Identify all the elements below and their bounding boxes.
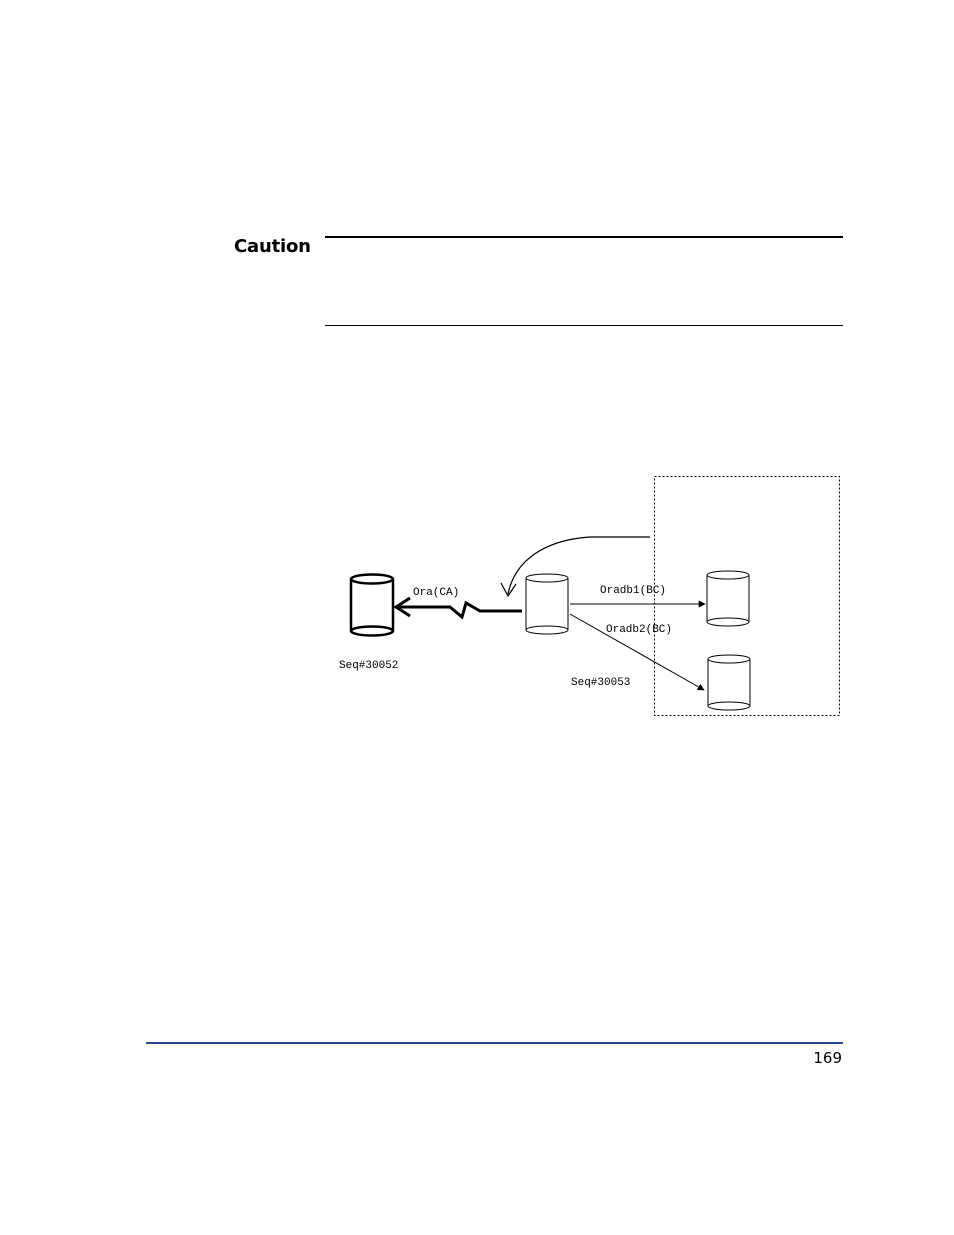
ca-link-label: Ora(CA) <box>413 587 459 599</box>
caution-label: Caution <box>234 236 311 257</box>
bc-volume-1-cylinder <box>706 570 750 627</box>
bc-link-2-arrow <box>569 613 705 691</box>
caution-top-rule <box>325 236 843 238</box>
feedback-curve-arrow <box>500 536 650 598</box>
bc-volume-2-cylinder <box>707 654 751 711</box>
ca-link-arrow <box>393 596 522 620</box>
caution-bottom-rule <box>325 325 843 326</box>
footer-rule <box>146 1042 843 1044</box>
page-number: 169 <box>813 1049 842 1067</box>
remote-seq-label: Seq#30052 <box>339 660 398 672</box>
local-seq-label: Seq#30053 <box>571 677 630 689</box>
remote-volume-cylinder <box>349 573 395 637</box>
primary-volume-cylinder <box>525 573 569 635</box>
bc-link-1-label: Oradb1(BC) <box>600 585 666 597</box>
remote-site-box <box>654 476 840 716</box>
bc-link-2-label: Oradb2(BC) <box>606 624 672 636</box>
